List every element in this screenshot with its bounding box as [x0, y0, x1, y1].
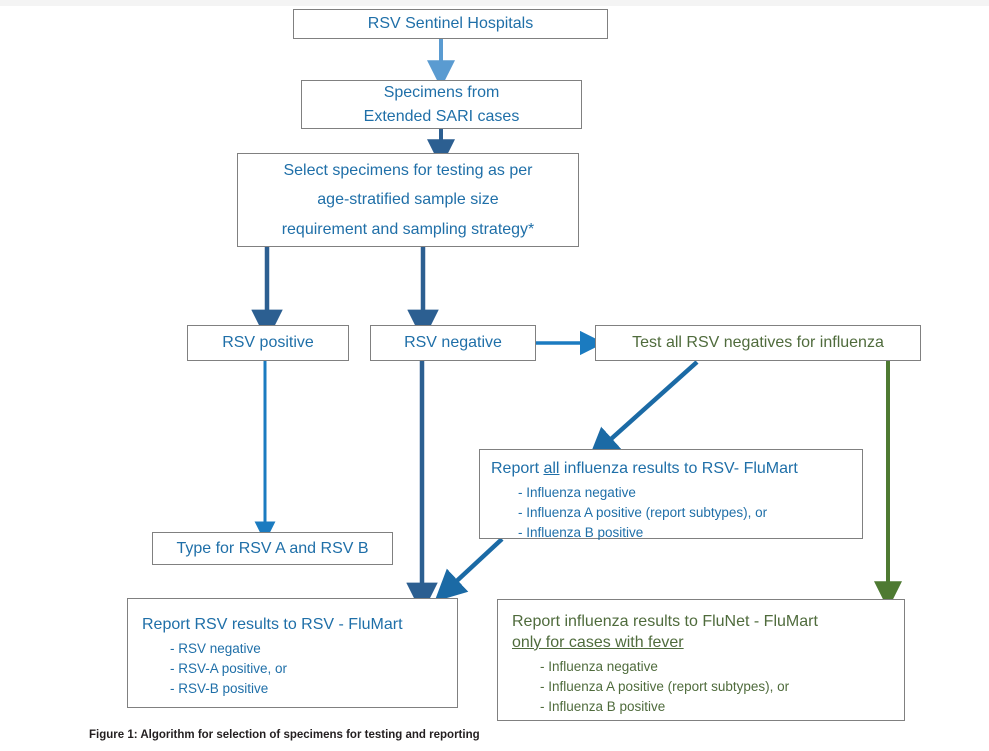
node-rsv-sentinel-hospitals[interactable]: RSV Sentinel Hospitals	[293, 9, 608, 39]
figure-caption: Figure 1: Algorithm for selection of spe…	[89, 729, 480, 741]
node-title: Specimens from Extended SARI cases	[363, 84, 520, 125]
list-item: - RSV-A positive, or	[170, 661, 288, 677]
arrow-report-all-influenza-to-report-rsv	[434, 537, 504, 602]
node-specimens-extended-sari[interactable]: Specimens from Extended SARI cases	[301, 80, 582, 129]
node-rsv-negative[interactable]: RSV negative	[370, 325, 536, 361]
node-title: RSV Sentinel Hospitals	[367, 15, 534, 33]
list-item: - RSV negative	[170, 640, 261, 656]
node-title: RSV negative	[404, 334, 502, 352]
arrow-test-to-report-all-influenza	[588, 360, 699, 460]
node-title-line-1: Report influenza results to FluNet - Flu…	[512, 613, 818, 630]
node-test-all-rsv-negatives[interactable]: Test all RSV negatives for influenza	[595, 325, 921, 361]
page-top-strip	[0, 0, 989, 6]
list-item: - Influenza B positive	[518, 525, 644, 541]
node-title-underlined: all	[543, 460, 560, 477]
node-title-pre: Report	[491, 460, 544, 477]
node-report-influenza-flunet-flumart[interactable]: Report influenza results to FluNet - Flu…	[497, 599, 905, 721]
node-bullet-list: - Influenza negative - Influenza A posit…	[498, 657, 904, 718]
node-report-rsv-results-flumart[interactable]: Report RSV results to RSV - FluMart - RS…	[127, 598, 458, 708]
node-title-post: influenza results to RSV- FluMart	[559, 460, 798, 477]
list-item: - Influenza negative	[518, 484, 636, 500]
list-item: - Influenza B positive	[540, 699, 666, 715]
node-report-all-influenza-rsv-flumart[interactable]: Report all influenza results to RSV- Flu…	[479, 449, 863, 540]
node-bullet-list: - RSV negative - RSV-A positive, or - RS…	[128, 639, 457, 700]
node-title: Test all RSV negatives for influenza	[632, 334, 884, 352]
list-item: - Influenza negative	[540, 658, 658, 674]
node-select-specimens[interactable]: Select specimens for testing as per age-…	[237, 153, 579, 247]
node-title: RSV positive	[222, 334, 314, 352]
node-title: Report RSV results to RSV - FluMart	[142, 616, 403, 633]
node-type-for-rsv-a-and-b[interactable]: Type for RSV A and RSV B	[152, 532, 393, 565]
node-title: Select specimens for testing as per age-…	[281, 161, 535, 238]
list-item: - RSV-B positive	[170, 681, 269, 697]
node-title: Type for RSV A and RSV B	[176, 539, 369, 557]
node-title-underlined: only for cases with fever	[512, 633, 684, 651]
node-title: Report all influenza results to RSV- Flu…	[480, 459, 862, 480]
node-title-line-2: only for cases with fever	[498, 633, 904, 654]
list-item: - Influenza A positive (report subtypes)…	[540, 678, 790, 694]
node-bullet-list: - Influenza negative - Influenza A posit…	[480, 483, 862, 544]
list-item: - Influenza A positive (report subtypes)…	[518, 505, 768, 521]
node-rsv-positive[interactable]: RSV positive	[187, 325, 349, 361]
